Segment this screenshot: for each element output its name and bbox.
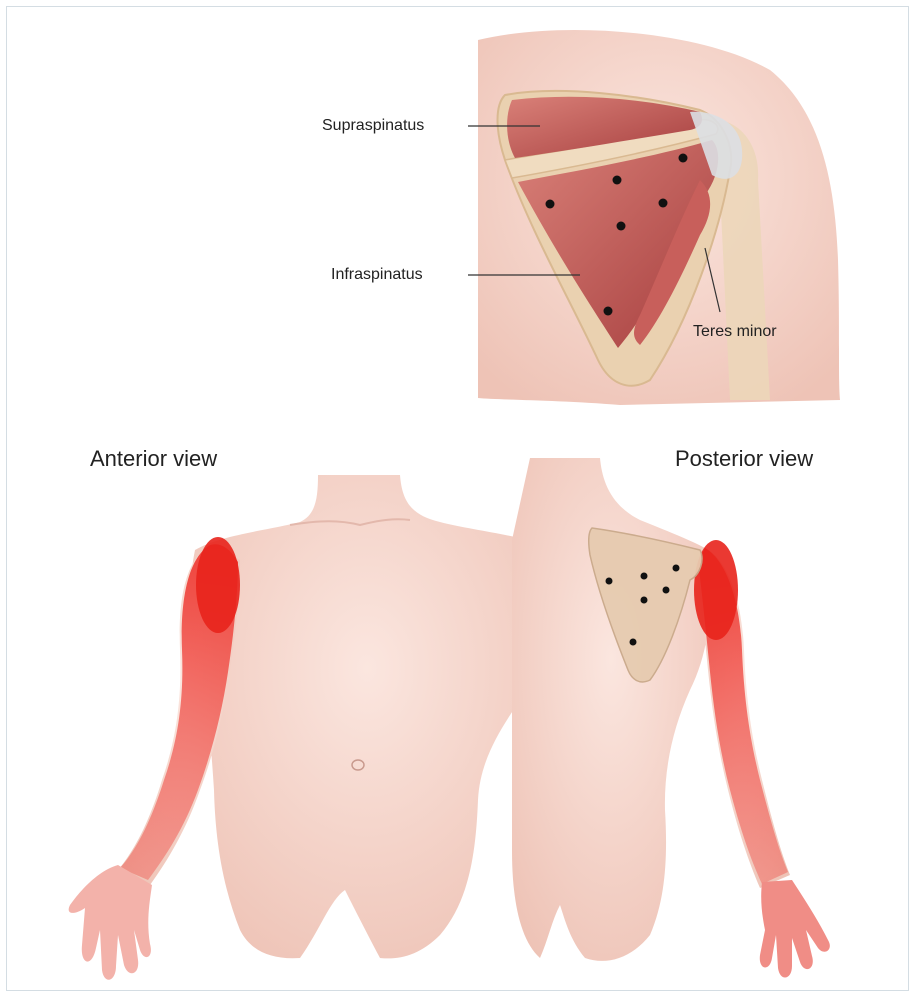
trigger-point (673, 565, 680, 572)
trigger-point (659, 199, 668, 208)
label-supraspinatus: Supraspinatus (322, 117, 424, 135)
posterior-hand (760, 880, 830, 978)
trigger-point (663, 587, 670, 594)
posterior-body (512, 458, 830, 978)
anterior-hand (69, 865, 152, 980)
trigger-point (641, 597, 648, 604)
label-teres-minor: Teres minor (693, 323, 777, 341)
trigger-point (679, 154, 688, 163)
anterior-torso (190, 475, 544, 958)
trigger-point (606, 578, 613, 585)
trigger-point (641, 573, 648, 580)
label-infraspinatus: Infraspinatus (331, 266, 423, 284)
label-posterior-view: Posterior view (675, 446, 813, 472)
anterior-body (69, 475, 544, 980)
trigger-point (613, 176, 622, 185)
anterior-shoulder-pain (196, 537, 240, 633)
shoulder-closeup (468, 30, 840, 405)
label-anterior-view: Anterior view (90, 446, 217, 472)
trigger-point (630, 639, 637, 646)
trigger-point (546, 200, 555, 209)
trigger-point (617, 222, 626, 231)
trigger-point (604, 307, 613, 316)
